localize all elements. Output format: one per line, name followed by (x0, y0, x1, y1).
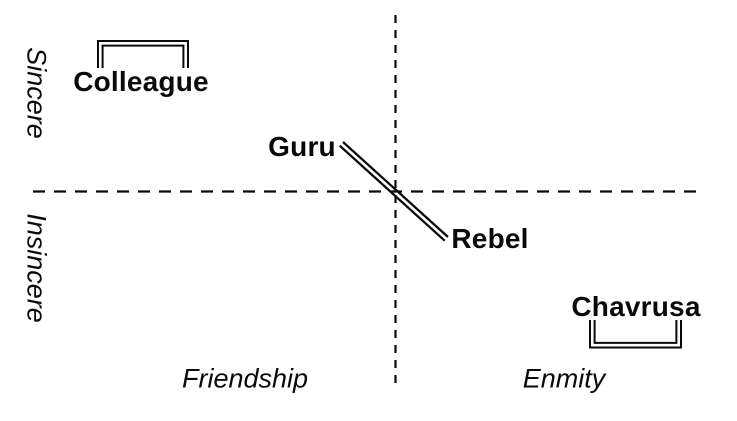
axis-label-sincere: Sincere (21, 47, 52, 139)
axis-label-insincere: Insincere (21, 213, 52, 323)
colleague-overbracket-icon (97, 40, 189, 68)
node-label-guru: Guru (268, 131, 336, 162)
node-label-colleague: Colleague (73, 66, 209, 97)
axis-label-enmity: Enmity (522, 363, 606, 394)
node-label-rebel: Rebel (451, 223, 529, 254)
node-label-chavrusa: Chavrusa (571, 291, 701, 322)
axis-label-friendship: Friendship (181, 363, 309, 394)
guru-rebel-double-line (338, 141, 449, 242)
chavrusa-underbracket-icon (589, 320, 682, 349)
